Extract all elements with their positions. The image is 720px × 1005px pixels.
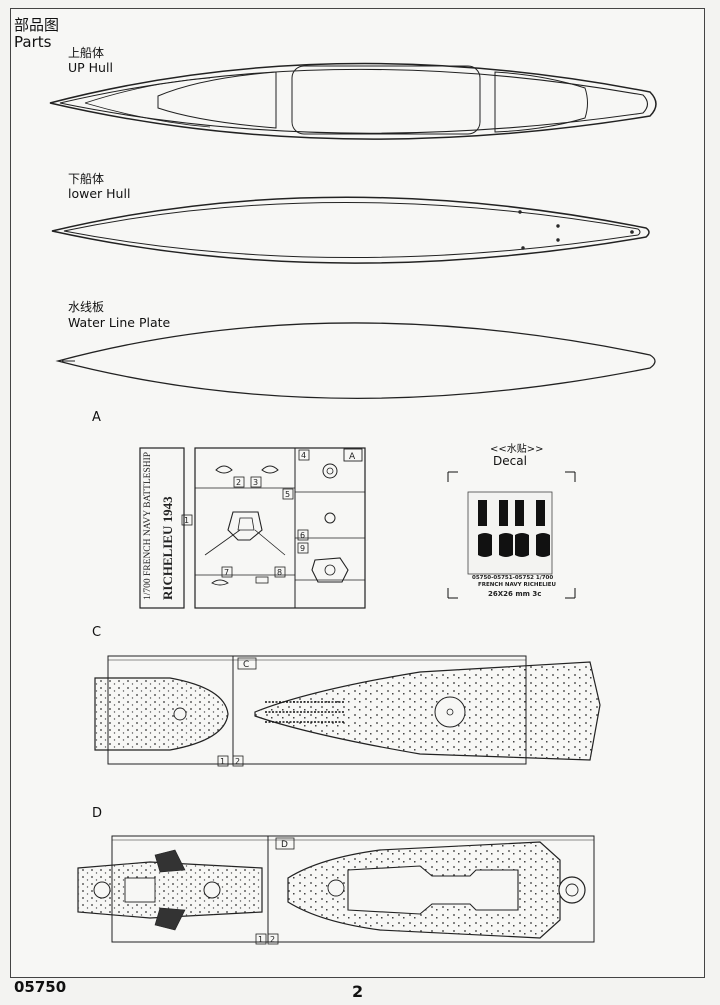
sprue-a-num-9: 9 <box>300 544 305 553</box>
sprue-d-num-2: 2 <box>270 935 275 944</box>
page-frame <box>10 8 705 978</box>
sprue-d-num-1: 1 <box>258 935 263 944</box>
sprue-c-label: C <box>92 625 102 640</box>
sprue-a-num-2: 2 <box>236 478 241 487</box>
up-hull-en: UP Hull <box>68 60 113 75</box>
sprue-a-num-8: 8 <box>277 568 282 577</box>
footer-page: 2 <box>352 982 364 1001</box>
parts-title-cn: 部品图 <box>14 16 60 34</box>
decal-caption-2: FRENCH NAVY RICHELIEU <box>478 582 556 588</box>
sprue-a-num-1: 1 <box>184 516 189 525</box>
sprue-a-num-7: 7 <box>224 568 229 577</box>
sprue-d-label: D <box>92 806 103 821</box>
decal-size: 26X26 mm 3c <box>488 590 541 598</box>
sprue-d-tag: D <box>281 840 288 850</box>
up-hull-drawing <box>49 62 657 140</box>
sprue-c-num-2: 2 <box>235 757 240 766</box>
decal-drawing: 05750-05751-05752 1/700 FRENCH NAVY RICH… <box>447 471 576 599</box>
decal-header: <<水贴>> <box>490 444 544 455</box>
decal-title: Decal <box>493 454 527 468</box>
sprue-a-drawing: 1/700 FRENCH NAVY BATTLESHIP RICHELIEU 1… <box>139 447 366 609</box>
sprue-a-card-line1: 1/700 FRENCH NAVY BATTLESHIP <box>143 452 153 600</box>
sprue-d-drawing: D 1 2 <box>77 835 595 945</box>
decal-caption-1: 05750-05751-05752 1/700 <box>472 575 553 581</box>
sprue-a-tag: A <box>349 452 356 462</box>
lower-hull-drawing <box>51 196 650 264</box>
footer-code: 05750 <box>14 978 67 996</box>
sprue-a-num-4: 4 <box>301 451 306 460</box>
up-hull-cn: 上船体 <box>68 46 105 60</box>
water-line-drawing <box>55 322 656 399</box>
lower-hull-en: lower Hull <box>68 186 131 201</box>
lower-hull-cn: 下船体 <box>68 172 105 186</box>
water-line-en: Water Line Plate <box>68 315 171 330</box>
sprue-a-num-3: 3 <box>253 478 258 487</box>
sprue-a-label: A <box>92 410 101 425</box>
sprue-a-num-5: 5 <box>285 490 290 499</box>
sprue-c-drawing: C 1 2 <box>94 655 601 767</box>
sprue-a-num-6: 6 <box>300 531 305 540</box>
sprue-c-num-1: 1 <box>220 757 225 766</box>
sprue-c-tag: C <box>243 660 249 670</box>
water-line-cn: 水线板 <box>68 300 105 314</box>
parts-title-en: Parts <box>14 33 52 51</box>
sprue-a-card-line2: RICHELIEU 1943 <box>160 496 175 600</box>
